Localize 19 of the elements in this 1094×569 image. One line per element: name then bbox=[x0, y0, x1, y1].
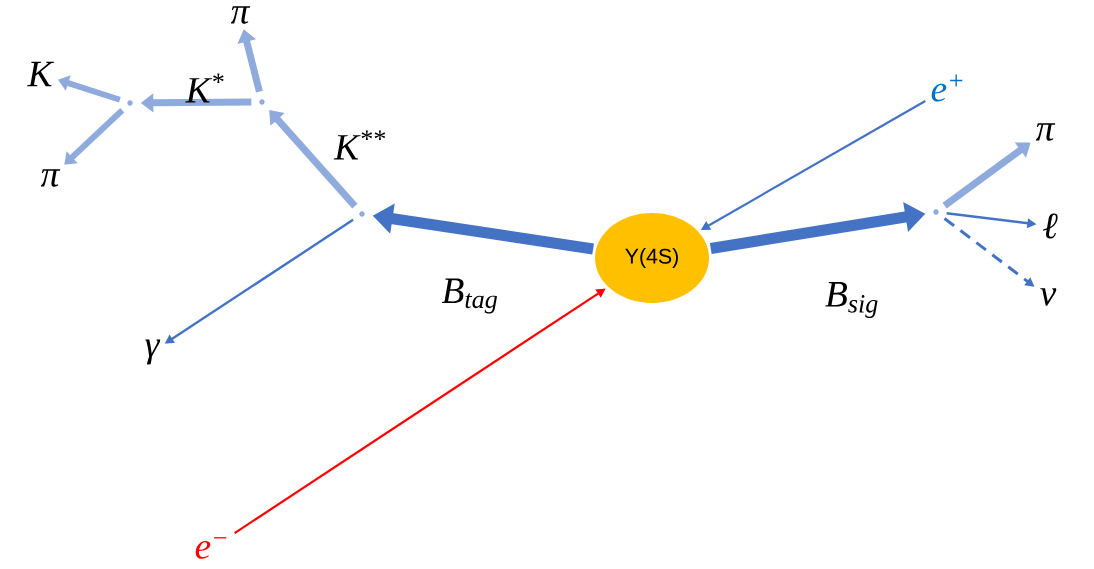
decay-vertex bbox=[933, 209, 939, 215]
edge-label: B$_{sig}$ bbox=[825, 282, 878, 318]
edge-label: K$^{**}$ bbox=[333, 130, 386, 160]
particle-label: π bbox=[230, 6, 251, 24]
decay-vertex bbox=[259, 99, 265, 105]
particle-label: e$^{+}$ bbox=[931, 74, 963, 102]
particle-label: ν bbox=[1040, 288, 1057, 306]
particle-label: e$^{−}$ bbox=[195, 537, 227, 559]
edge-label: K$^{*}$ bbox=[185, 73, 224, 103]
particle-label: K bbox=[27, 61, 55, 87]
arrow bbox=[64, 108, 125, 165]
particle-label: γ bbox=[145, 339, 161, 365]
decay-vertex bbox=[127, 100, 133, 106]
edge-label: B$_{tag}$ bbox=[441, 278, 497, 314]
arrow bbox=[269, 110, 358, 209]
particle-label: π bbox=[1035, 123, 1056, 141]
particle-label: π bbox=[40, 169, 61, 187]
decay-vertex bbox=[359, 211, 365, 217]
particle-label: ℓ bbox=[1043, 213, 1058, 239]
